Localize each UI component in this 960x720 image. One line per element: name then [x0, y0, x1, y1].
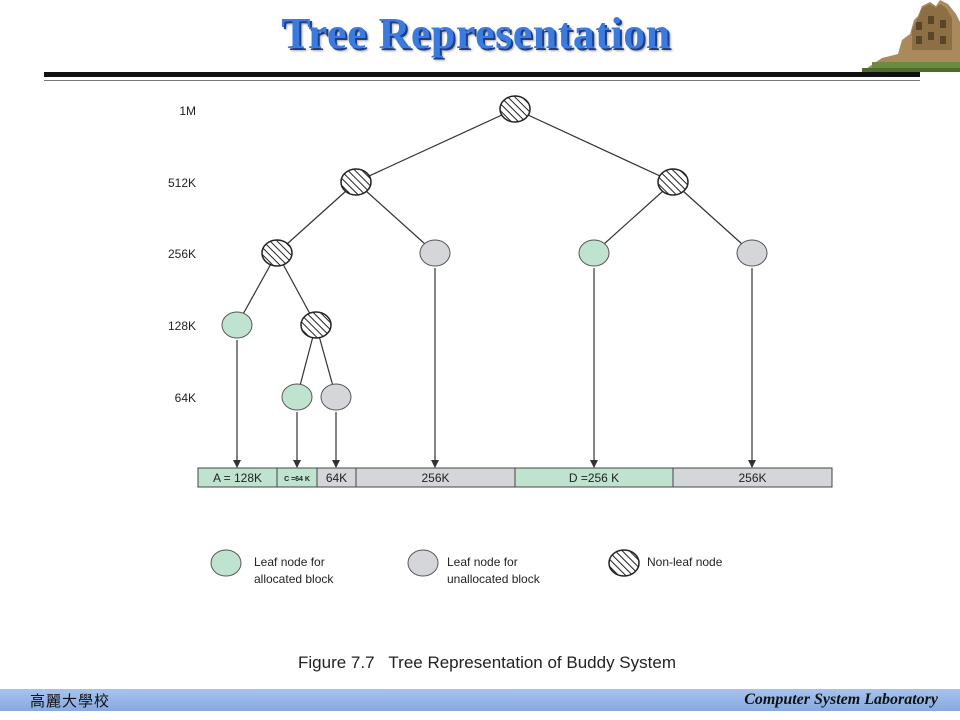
level-labels: 1M 512K 256K 128K 64K	[168, 104, 196, 405]
tree-edge	[355, 108, 516, 183]
tree-node-256k-1	[261, 239, 293, 267]
level-label-512k: 512K	[168, 176, 196, 190]
tree-node-128k-2	[300, 311, 332, 339]
memory-block-64k-label: 64K	[326, 471, 347, 485]
legend-unallocated-swatch	[407, 549, 439, 577]
memory-block-c-label: C =64 K	[284, 476, 310, 483]
legend: Leaf node for allocated block Leaf node …	[210, 549, 723, 586]
level-label-128k: 128K	[168, 319, 196, 333]
tree-edges	[236, 108, 753, 398]
tree-node-256k-3	[578, 239, 610, 267]
block-arrows	[233, 268, 756, 468]
legend-nonleaf-swatch	[608, 549, 640, 577]
tree-edge	[276, 181, 357, 254]
memory-block-a-label: A = 128K	[213, 471, 262, 485]
legend-allocated-line2: allocated block	[254, 572, 334, 586]
tree-node-512k-right	[657, 168, 689, 196]
level-label-256k: 256K	[168, 247, 196, 261]
tree-edge	[514, 108, 674, 183]
tree-node-256k-4	[736, 239, 768, 267]
memory-block-256k-1-label: 256K	[421, 471, 449, 485]
title-underline	[44, 72, 920, 77]
page-title: Tree Representation	[281, 9, 671, 58]
tree-node-512k-left	[340, 168, 372, 196]
footer-lab-name: Computer System Laboratory	[744, 691, 938, 708]
tree-nodes	[221, 95, 768, 411]
tree-node-64k-2	[320, 383, 352, 411]
tree-node-64k-1	[281, 383, 313, 411]
legend-nonleaf-label: Non-leaf node	[647, 555, 723, 569]
tree-edge	[355, 181, 436, 254]
tree-edge	[593, 181, 674, 254]
memory-block-d-label: D =256 K	[569, 471, 619, 485]
level-label-1m: 1M	[179, 104, 196, 118]
tree-node-256k-2	[419, 239, 451, 267]
footer-university-name: 高麗大學校	[30, 692, 111, 710]
legend-allocated-swatch	[210, 549, 242, 577]
memory-bar: A = 128K C =64 K 64K 256K D =256 K 256K	[197, 467, 833, 488]
title-underline-thin	[44, 80, 920, 81]
legend-allocated-line1: Leaf node for	[254, 555, 325, 569]
legend-unallocated-line1: Leaf node for	[447, 555, 518, 569]
tree-node-128k-1	[221, 311, 253, 339]
legend-unallocated-line2: unallocated block	[447, 572, 541, 586]
memory-block-256k-2	[672, 467, 833, 488]
tree-node-1m	[499, 95, 531, 123]
figure-caption: Figure 7.7 Tree Representation of Buddy …	[298, 653, 676, 672]
memory-block-256k-2-label: 256K	[738, 471, 766, 485]
university-building-logo	[852, 0, 960, 72]
level-label-64k: 64K	[175, 391, 196, 405]
tree-edge	[672, 181, 753, 254]
footer-bar: 高麗大學校 Computer System Laboratory	[0, 689, 960, 711]
